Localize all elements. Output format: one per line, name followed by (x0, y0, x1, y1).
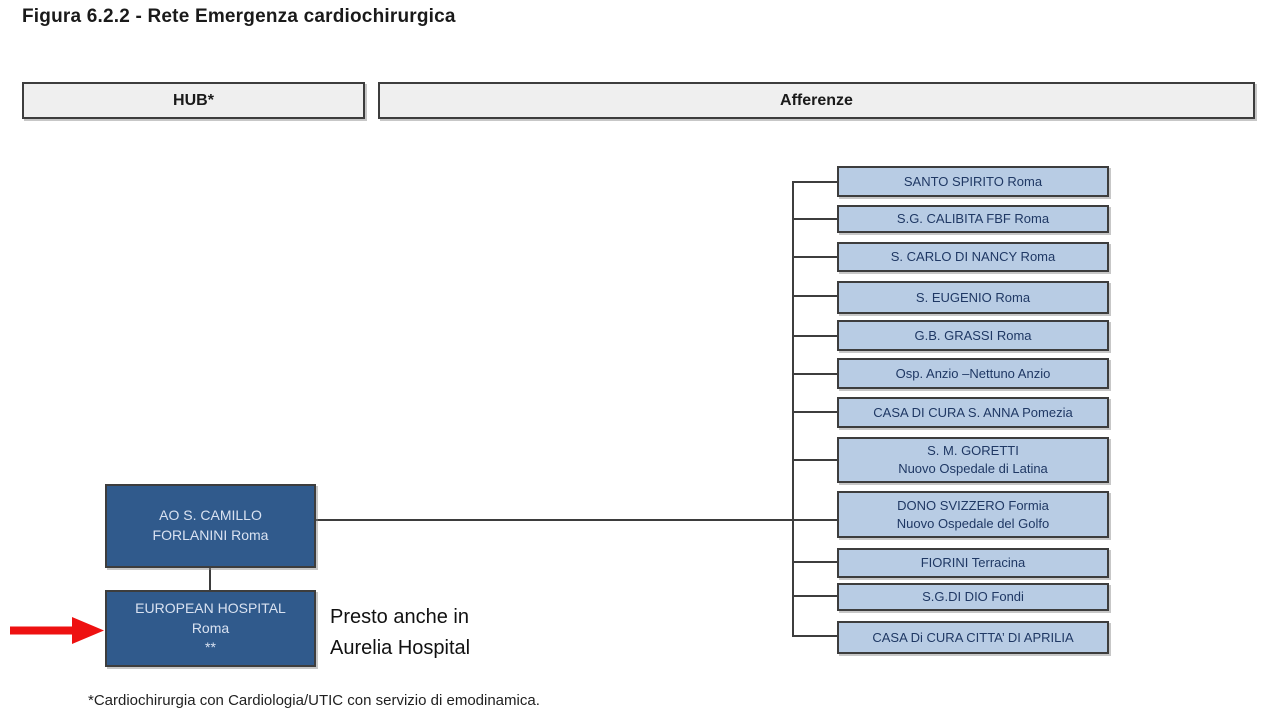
afferenze-node-line: S. M. GORETTI (927, 443, 1019, 459)
afferenze-node-line: Nuovo Ospedale di Latina (898, 461, 1048, 476)
connector-stub (792, 635, 838, 637)
column-header-hub: HUB* (22, 82, 365, 119)
column-header-afferenze: Afferenze (378, 82, 1255, 119)
afferenze-node: S. M. GORETTI Nuovo Ospedale di Latina (837, 437, 1109, 483)
afferenze-node: S.G. CALIBITA FBF Roma (837, 205, 1109, 233)
afferenze-node-line: CASA Di CURA CITTA’ DI APRILIA (872, 629, 1074, 645)
hub-node-line: ** (205, 639, 216, 656)
afferenze-node: CASA DI CURA S. ANNA Pomezia (837, 397, 1109, 428)
footnote-text: *Cardiochirurgia con Cardiologia/UTIC co… (88, 692, 540, 709)
afferenze-node-line: SANTO SPIRITO Roma (903, 173, 1043, 189)
afferenze-header-label: Afferenze (780, 91, 853, 109)
afferenze-node-line: G.B. GRASSI Roma (914, 327, 1032, 343)
connector-stub (792, 181, 838, 183)
afferenze-node-line: Osp. Anzio –Nettuno Anzio (895, 365, 1051, 381)
connector-stub (792, 218, 838, 220)
afferenze-node: S. EUGENIO Roma (837, 281, 1109, 314)
hub-node-line: AO S. CAMILLO (159, 507, 262, 524)
connector-stub (792, 335, 838, 337)
hub-header-label: HUB* (173, 91, 214, 109)
afferenze-node-line: Nuovo Ospedale del Golfo (896, 515, 1050, 531)
hub-node-line: FORLANINI Roma (152, 527, 269, 543)
annotation-line-1: Presto anche in (330, 606, 469, 628)
connector-hub-vertical (209, 568, 211, 590)
hub-node-line: EUROPEAN HOSPITAL (135, 600, 286, 617)
afferenze-node-line: S. EUGENIO Roma (915, 289, 1031, 305)
connector-stub (792, 561, 838, 563)
connector-trunk-vertical (792, 181, 794, 637)
afferenze-node: DONO SVIZZERO Formia Nuovo Ospedale del … (837, 491, 1109, 538)
connector-stub (792, 373, 838, 375)
hub-node-ao-s-camillo: AO S. CAMILLO FORLANINI Roma (105, 484, 316, 568)
connector-stub (792, 411, 838, 413)
hub-node-european-hospital: EUROPEAN HOSPITAL Roma ** (105, 590, 316, 667)
afferenze-node: SANTO SPIRITO Roma (837, 166, 1109, 197)
afferenze-node-line: S. CARLO DI NANCY Roma (890, 249, 1056, 265)
annotation-text: Presto anche in Aurelia Hospital (330, 602, 470, 664)
afferenze-node: G.B. GRASSI Roma (837, 320, 1109, 351)
afferenze-node: FIORINI Terracina (837, 548, 1109, 578)
annotation-line-2: Aurelia Hospital (330, 637, 471, 659)
afferenze-node: CASA Di CURA CITTA’ DI APRILIA (837, 621, 1109, 654)
connector-stub (792, 295, 838, 297)
afferenze-node: S. CARLO DI NANCY Roma (837, 242, 1109, 272)
afferenze-node-line: CASA DI CURA S. ANNA Pomezia (873, 404, 1073, 420)
figure-title: Figura 6.2.2 - Rete Emergenza cardiochir… (22, 6, 456, 27)
afferenze-node: S.G.DI DIO Fondi (837, 583, 1109, 611)
afferenze-node-line: S.G. CALIBITA FBF Roma (896, 211, 1050, 227)
afferenze-node-line: DONO SVIZZERO Formia (897, 497, 1049, 513)
connector-main-horizontal (316, 519, 838, 521)
hub-node-line: Roma (191, 619, 230, 636)
connector-stub (792, 595, 838, 597)
red-arrow-icon (8, 616, 104, 645)
afferenze-node-line: FIORINI Terracina (920, 555, 1026, 571)
connector-stub (792, 256, 838, 258)
connector-stub (792, 459, 838, 461)
afferenze-node-line: S.G.DI DIO Fondi (922, 589, 1024, 605)
afferenze-node: Osp. Anzio –Nettuno Anzio (837, 358, 1109, 389)
